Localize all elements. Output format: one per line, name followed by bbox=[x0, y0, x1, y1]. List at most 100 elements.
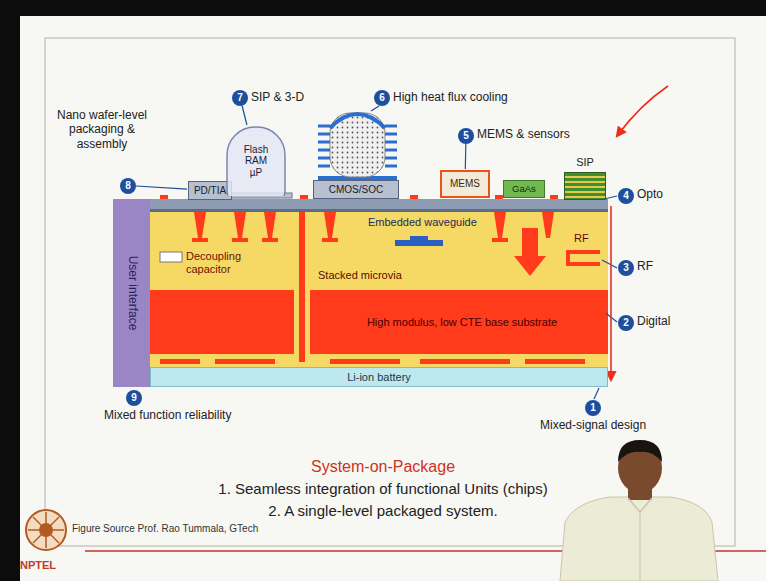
caption-line: 2. A single-level packaged system. bbox=[118, 502, 648, 520]
heat-sink bbox=[318, 165, 330, 168]
callout-number: 2 bbox=[623, 318, 629, 328]
leader-line bbox=[465, 144, 467, 170]
package-substrate bbox=[113, 199, 608, 209]
callout-text: Nano wafer-level packaging & assembly bbox=[50, 108, 154, 151]
heat-sink bbox=[318, 133, 330, 136]
callout-circle: 3 bbox=[618, 260, 634, 276]
surface-pads bbox=[550, 195, 558, 199]
heat-sink bbox=[385, 141, 397, 144]
rf-structure bbox=[566, 262, 600, 266]
package-substrate bbox=[160, 359, 200, 364]
callout-text: Digital bbox=[637, 314, 670, 328]
via bbox=[494, 212, 506, 238]
heat-sink bbox=[318, 125, 330, 128]
heat-sink bbox=[318, 113, 397, 181]
package-substrate bbox=[113, 199, 608, 376]
presenter bbox=[640, 512, 641, 581]
leader-line bbox=[602, 260, 617, 268]
pen-annotation bbox=[611, 86, 668, 380]
package-substrate bbox=[525, 359, 585, 364]
callout-number: 8 bbox=[125, 181, 131, 191]
via bbox=[234, 212, 246, 238]
chip-label: MEMS bbox=[450, 178, 480, 190]
callout-text: MEMS & sensors bbox=[477, 127, 570, 141]
heat-sink bbox=[330, 113, 385, 177]
via bbox=[232, 238, 248, 242]
via bbox=[542, 212, 554, 238]
mems-box: MEMS bbox=[440, 170, 490, 198]
via bbox=[262, 238, 278, 242]
heat-sink bbox=[385, 125, 397, 128]
source-note: Figure Source Prof. Rao Tummala, GTech bbox=[72, 523, 258, 535]
callout-number: 9 bbox=[131, 393, 137, 403]
package-substrate bbox=[150, 290, 608, 354]
heat-sink bbox=[318, 149, 330, 152]
callout-circle: 7 bbox=[232, 90, 248, 106]
base-substrate: High modulus, low CTE base substrate bbox=[318, 292, 606, 352]
rf-structure bbox=[566, 250, 570, 266]
layer-label: High modulus, low CTE base substrate bbox=[367, 316, 557, 329]
slide-title: System-on-Package bbox=[118, 457, 648, 476]
surface-pads bbox=[300, 195, 308, 199]
embedded-waveguide bbox=[395, 236, 443, 246]
callout-text: Opto bbox=[637, 187, 663, 201]
callout-text: RF bbox=[637, 259, 653, 273]
pen-annotation bbox=[617, 86, 668, 136]
sip-stack: SIP bbox=[562, 156, 608, 200]
chip-label: CMOS/SOC bbox=[329, 184, 383, 196]
leader-line bbox=[371, 106, 617, 399]
heat-sink bbox=[385, 165, 397, 168]
surface-pads bbox=[160, 195, 168, 199]
heat-sink bbox=[330, 114, 385, 128]
presenter bbox=[560, 440, 718, 581]
embedded-waveguide bbox=[395, 240, 443, 246]
nptel-logo bbox=[26, 510, 66, 550]
rf-structure bbox=[566, 250, 600, 254]
surface-pads bbox=[495, 195, 503, 199]
callout-circle: 9 bbox=[126, 390, 142, 406]
via bbox=[264, 212, 276, 238]
leader-line bbox=[136, 186, 187, 189]
callout-circle: 1 bbox=[585, 400, 601, 416]
nptel-logo bbox=[33, 517, 59, 543]
callout-text: Mixed-signal design bbox=[540, 418, 646, 432]
via bbox=[324, 212, 336, 238]
callout-text: SIP & 3-D bbox=[251, 90, 304, 104]
slide-frame bbox=[45, 38, 735, 546]
leader-line bbox=[242, 106, 247, 126]
callout-number: 7 bbox=[237, 93, 243, 103]
surface-pads bbox=[410, 195, 418, 199]
callout-number: 5 bbox=[463, 131, 469, 141]
package-substrate bbox=[150, 209, 608, 212]
chip: GaAs bbox=[503, 180, 545, 199]
part-label: Decoupling capacitor bbox=[186, 250, 256, 276]
chip-stack bbox=[564, 172, 606, 200]
user-interface-band: User interface bbox=[113, 199, 150, 387]
caption-line: 1. Seamless integration of functional Un… bbox=[118, 480, 648, 498]
part-label: RF bbox=[574, 232, 589, 245]
leader-line bbox=[371, 106, 379, 111]
presenter bbox=[560, 497, 718, 581]
chip: CMOS/SOC bbox=[313, 180, 399, 200]
nptel-logo bbox=[26, 510, 66, 550]
heat-sink bbox=[385, 149, 397, 152]
callout-number: 3 bbox=[623, 263, 629, 273]
battery-layer: Li-ion battery bbox=[150, 367, 608, 388]
presenter bbox=[628, 498, 652, 512]
via bbox=[492, 238, 508, 242]
callout-number: 6 bbox=[379, 93, 385, 103]
layer-label: Li-ion battery bbox=[347, 371, 411, 384]
signal-arrow bbox=[514, 228, 546, 276]
heat-sink bbox=[385, 133, 397, 136]
callout-text: High heat flux cooling bbox=[393, 90, 508, 104]
rf-structure bbox=[566, 250, 600, 266]
heat-sink bbox=[318, 157, 330, 160]
presenter bbox=[618, 440, 662, 462]
callout-number: 1 bbox=[590, 403, 596, 413]
via bbox=[322, 238, 338, 242]
stacked-die-dome: Flash RAM µP bbox=[226, 126, 286, 196]
package-substrate bbox=[330, 359, 400, 364]
callout-circle: 5 bbox=[458, 128, 474, 144]
